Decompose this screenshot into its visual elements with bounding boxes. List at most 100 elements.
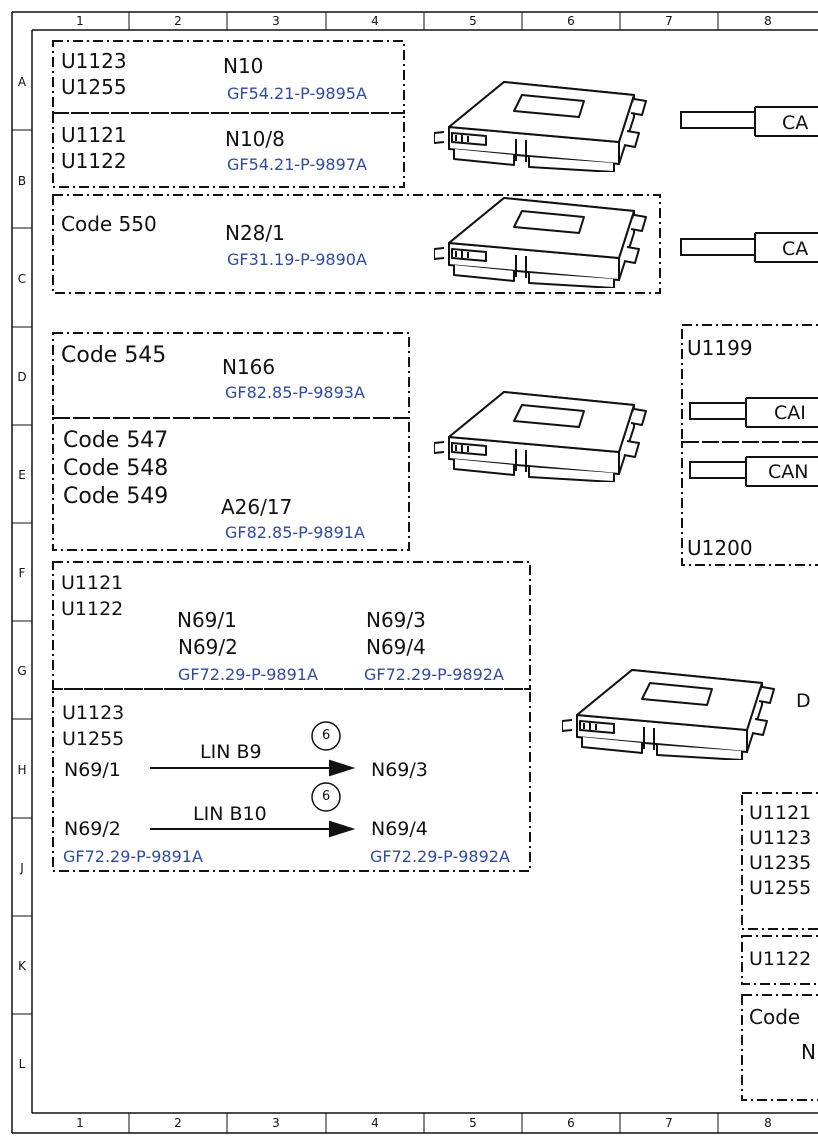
lin-b9-badge: 6	[322, 728, 331, 743]
row-label: A	[17, 75, 27, 89]
row-label: K	[18, 959, 26, 973]
can-plug-1	[754, 106, 818, 137]
row-label: H	[17, 763, 27, 777]
col-label: 8	[764, 1116, 772, 1130]
lin-b9-label: LIN B9	[200, 741, 262, 763]
box-e-code-2: Code 548	[63, 456, 169, 481]
right-hj-code-2: U1123	[749, 827, 812, 849]
box-c	[52, 194, 661, 294]
box-right-hj	[741, 792, 818, 930]
box-b-ref-link[interactable]: GF54.21-P-9897A	[227, 155, 367, 174]
drawing-frame	[11, 11, 818, 1134]
right-l-partial: N	[801, 1040, 816, 1064]
can-stub-3	[689, 402, 747, 420]
box-fg-left-ref-link[interactable]: GF72.29-P-9891A	[178, 665, 318, 684]
col-label: 3	[272, 1116, 280, 1130]
row-label: J	[20, 861, 24, 875]
lin-b9-arrowhead	[329, 759, 356, 777]
col-label: 6	[567, 14, 575, 28]
box-d-component: N166	[222, 355, 276, 379]
box-b-code-2: U1122	[61, 149, 127, 173]
can-stub-1	[680, 111, 756, 129]
ecu-module-n166	[434, 391, 647, 482]
col-label: 7	[665, 1116, 673, 1130]
lin-b10-source: N69/2	[64, 818, 121, 840]
col-label: 2	[174, 1116, 182, 1130]
box-d-code: Code 545	[61, 343, 167, 368]
box-u1199-code: U1199	[687, 336, 753, 360]
col-label: 2	[174, 14, 182, 28]
box-c-code: Code 550	[61, 212, 157, 236]
g-connector-letter: D	[796, 690, 811, 712]
col-label: 3	[272, 14, 280, 28]
box-b	[52, 112, 405, 188]
col-label: 8	[764, 14, 772, 28]
row-label: B	[17, 174, 27, 188]
box-fg-left-component-2: N69/2	[178, 635, 238, 659]
can-plug-4	[745, 456, 818, 487]
box-hj-right-ref-link[interactable]: GF72.29-P-9892A	[370, 847, 510, 866]
box-b-component: N10/8	[225, 127, 285, 151]
can-label-4: CAN	[768, 461, 809, 483]
ecu-module-n10	[434, 81, 647, 172]
box-hj-code-2: U1255	[62, 728, 125, 750]
row-label: G	[17, 664, 27, 678]
box-b-code-1: U1121	[61, 123, 127, 147]
col-label: 4	[371, 14, 379, 28]
col-label: 4	[371, 1116, 379, 1130]
box-hj	[52, 688, 531, 872]
badge-circle-2	[311, 782, 341, 812]
ecu-module-n69	[562, 669, 775, 760]
box-fg-left-component-1: N69/1	[177, 608, 237, 632]
box-e-code-1: Code 547	[63, 428, 169, 453]
box-right-k	[741, 935, 818, 985]
box-e-code-3: Code 549	[63, 484, 169, 509]
lin-b10-label: LIN B10	[193, 803, 267, 825]
box-d-ref-link[interactable]: GF82.85-P-9893A	[225, 383, 365, 402]
right-hj-code-3: U1235	[749, 852, 812, 874]
right-hj-code-4: U1255	[749, 877, 812, 899]
box-e-component: A26/17	[221, 495, 293, 519]
col-label: 1	[76, 1116, 84, 1130]
box-a-ref-link[interactable]: GF54.21-P-9895A	[227, 84, 367, 103]
right-l-code: Code	[749, 1005, 801, 1029]
box-hj-left-ref-link[interactable]: GF72.29-P-9891A	[63, 847, 203, 866]
box-fg-right-component-2: N69/4	[366, 635, 426, 659]
ecu-module-n28-1	[434, 197, 647, 288]
lin-b9-target: N69/3	[371, 759, 428, 781]
lin-b10-target: N69/4	[371, 818, 428, 840]
box-fg-code-1: U1121	[61, 572, 124, 594]
box-fg	[52, 561, 531, 690]
right-k-code: U1122	[749, 948, 812, 970]
badge-circle-1	[311, 721, 341, 751]
box-a-component: N10	[223, 54, 264, 78]
lin-b10-arrowhead	[329, 820, 356, 838]
box-fg-right-ref-link[interactable]: GF72.29-P-9892A	[364, 665, 504, 684]
row-label: L	[18, 1057, 26, 1071]
can-label-1: CA	[782, 112, 809, 134]
box-e-ref-link[interactable]: GF82.85-P-9891A	[225, 523, 365, 542]
lin-b9-source: N69/1	[64, 759, 121, 781]
box-u1200	[681, 441, 818, 566]
box-a	[52, 40, 405, 114]
box-e	[52, 417, 410, 551]
col-label: 1	[76, 14, 84, 28]
box-fg-code-2: U1122	[61, 598, 124, 620]
box-a-code-2: U1255	[61, 75, 127, 99]
col-label: 5	[469, 1116, 477, 1130]
row-label: F	[18, 566, 26, 580]
row-label: E	[18, 468, 26, 482]
can-plug-3	[745, 397, 818, 428]
box-a-code-1: U1123	[61, 49, 127, 73]
col-label: 5	[469, 14, 477, 28]
can-label-3: CAI	[774, 402, 806, 424]
row-label: D	[17, 370, 27, 384]
box-c-ref-link[interactable]: GF31.19-P-9890A	[227, 250, 367, 269]
box-hj-code-1: U1123	[62, 702, 125, 724]
box-right-l	[741, 994, 818, 1101]
box-fg-right-component-1: N69/3	[366, 608, 426, 632]
right-hj-code-1: U1121	[749, 802, 812, 824]
can-label-2: CA	[782, 238, 809, 260]
can-stub-2	[680, 238, 756, 256]
